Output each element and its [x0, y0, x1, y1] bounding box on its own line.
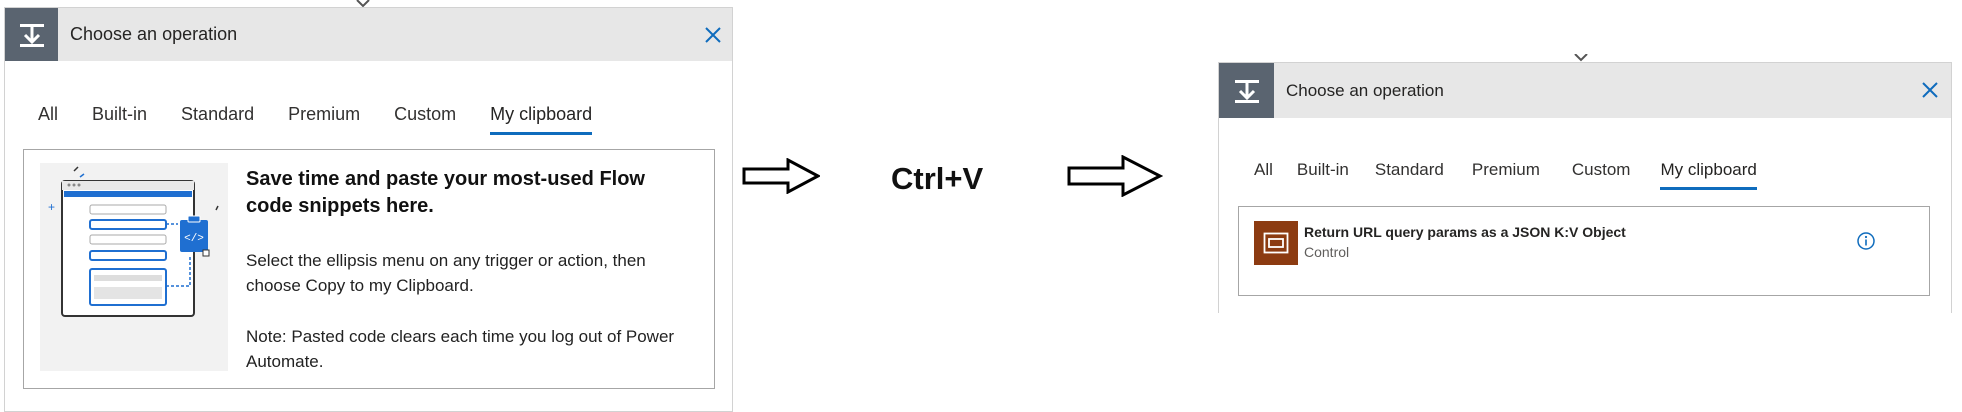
- clipboard-note: Note: Pasted code clears each time you l…: [246, 327, 675, 371]
- tab-all[interactable]: All: [1254, 160, 1273, 179]
- choose-operation-panel-left: Choose an operation All Built-in Standar…: [4, 7, 733, 412]
- clipboard-instruction: Select the ellipsis menu on any trigger …: [246, 251, 646, 295]
- connector-caret-icon: [1574, 54, 1588, 62]
- tab-my-clipboard[interactable]: My clipboard: [1660, 160, 1758, 190]
- right-arrow-icon: [742, 158, 820, 194]
- panel-header: Choose an operation: [1219, 63, 1951, 118]
- control-scope-icon: [1254, 221, 1298, 265]
- clipboard-list: Return URL query params as a JSON K:V Ob…: [1238, 206, 1930, 296]
- clipboard-heading: Save time and paste your most-used Flow …: [246, 168, 645, 217]
- trigger-download-icon: [5, 8, 58, 61]
- panel-title: Choose an operation: [1286, 80, 1444, 100]
- tab-standard[interactable]: Standard: [181, 104, 255, 124]
- tab-custom[interactable]: Custom: [394, 104, 457, 124]
- item-name: Return URL query params as a JSON K:V Ob…: [1304, 224, 1626, 240]
- tab-custom[interactable]: Custom: [1571, 160, 1631, 179]
- tab-standard[interactable]: Standard: [1374, 160, 1444, 179]
- panel-header: Choose an operation: [5, 8, 732, 61]
- close-icon[interactable]: [1921, 81, 1939, 99]
- close-icon[interactable]: [704, 26, 722, 44]
- clipboard-illustration: </> +: [40, 163, 228, 371]
- operation-tabs: All Built-in Standard Premium Custom My …: [38, 104, 593, 135]
- operation-tabs: All Built-in Standard Premium Custom My …: [1254, 160, 1758, 190]
- clipboard-empty-state: </> + Save time and paste your most-used…: [23, 149, 715, 389]
- list-item[interactable]: Return URL query params as a JSON K:V Ob…: [1239, 207, 1929, 295]
- right-arrow-icon: [1067, 155, 1163, 197]
- tab-premium[interactable]: Premium: [1471, 160, 1540, 179]
- trigger-download-icon: [1219, 63, 1274, 118]
- panel-title: Choose an operation: [70, 24, 238, 44]
- shortcut-label: Ctrl+V: [891, 161, 984, 196]
- svg-text:</>: </>: [184, 233, 204, 245]
- tab-built-in[interactable]: Built-in: [92, 104, 148, 124]
- tab-all[interactable]: All: [38, 104, 59, 124]
- connector-caret-icon: [356, 0, 370, 8]
- svg-text:+: +: [48, 200, 55, 214]
- info-icon[interactable]: [1856, 231, 1876, 251]
- item-connector: Control: [1304, 244, 1350, 260]
- tab-premium[interactable]: Premium: [288, 104, 361, 124]
- tab-built-in[interactable]: Built-in: [1296, 160, 1349, 179]
- choose-operation-panel-right: Choose an operation All Built-in Standar…: [1218, 62, 1952, 313]
- tab-my-clipboard[interactable]: My clipboard: [490, 104, 593, 135]
